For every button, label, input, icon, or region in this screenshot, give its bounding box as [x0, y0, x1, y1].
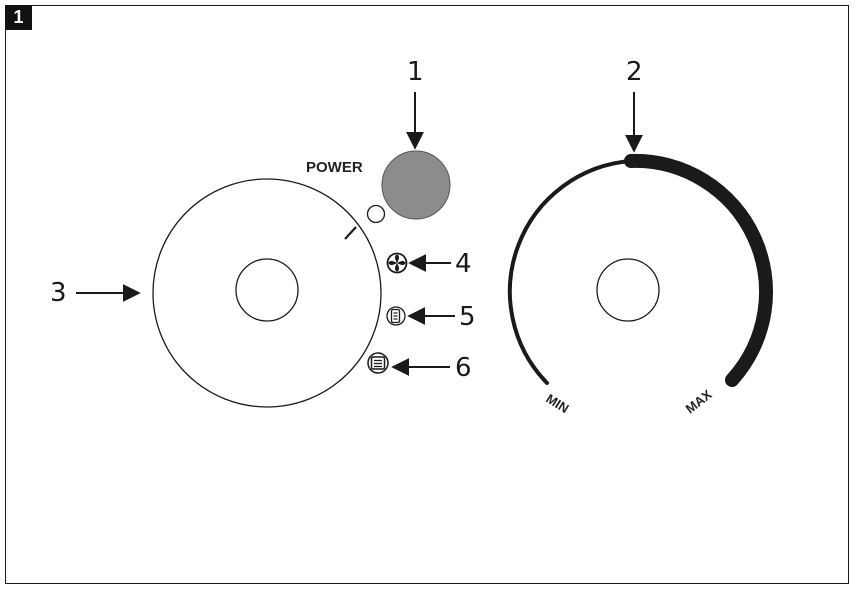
- thermostat-arc-max-side: [624, 153, 773, 387]
- callout-6-label: 6: [455, 353, 472, 383]
- thermostat-min-label: MIN: [543, 391, 571, 416]
- callout-3-label: 3: [50, 278, 67, 308]
- figure-frame: [5, 5, 849, 584]
- thermostat-arc-min-side: [507, 159, 633, 385]
- thermostat-max-label: MAX: [683, 387, 715, 417]
- off-position-marker: [366, 204, 386, 224]
- callout-5-label: 5: [459, 302, 476, 332]
- thermostat-knob-center: [596, 258, 660, 322]
- thermostat-knob[interactable]: [506, 153, 774, 387]
- callout-2-label: 2: [626, 57, 643, 87]
- power-label: POWER: [306, 159, 363, 176]
- knob-indicator-mark: [344, 226, 357, 240]
- low-heat-icon: [386, 306, 406, 326]
- callout-1-label: 1: [407, 57, 424, 87]
- figure-number-badge: 1: [5, 5, 32, 30]
- fan-icon: [386, 252, 408, 274]
- power-button[interactable]: [381, 150, 451, 220]
- high-heat-icon: [367, 352, 389, 374]
- mode-selector-knob[interactable]: [152, 178, 382, 408]
- callout-4-label: 4: [455, 249, 472, 279]
